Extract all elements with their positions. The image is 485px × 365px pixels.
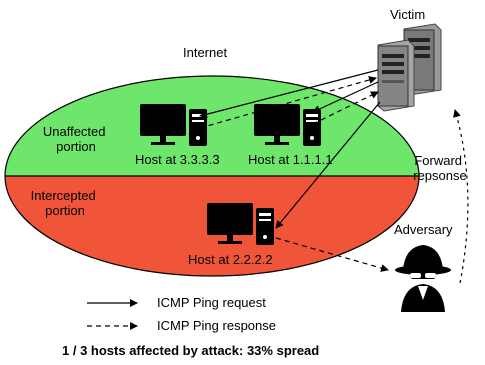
- spy-icon: [395, 245, 451, 312]
- host-3-3-3-3: Host at 3.3.3.3: [135, 104, 220, 167]
- legend-label: ICMP Ping response: [157, 318, 276, 333]
- adversary: Adversary: [394, 222, 453, 312]
- response-arrow-from-3-3-3-3: [199, 76, 377, 129]
- victim-label: Victim: [390, 7, 425, 22]
- legend: ICMP Ping request ICMP Ping response: [87, 295, 276, 333]
- host-label: Host at 1.1.1.1: [248, 152, 333, 167]
- host-1-1-1-1: Host at 1.1.1.1: [248, 104, 333, 167]
- host-2-2-2-2: Host at 2.2.2.2: [188, 203, 274, 267]
- legend-item-response: ICMP Ping response: [87, 318, 276, 333]
- flow-arrows: [199, 69, 469, 284]
- unaffected-region: [5, 76, 419, 176]
- intercepted-label: Intercepted portion: [31, 188, 100, 218]
- legend-label: ICMP Ping request: [157, 295, 266, 310]
- request-arrow-to-3-3-3-3: [199, 69, 379, 119]
- internet-label: Internet: [183, 45, 227, 60]
- request-arrow-to-2-2-2-2: [275, 101, 381, 229]
- request-arrow-to-1-1-1-1: [312, 81, 379, 113]
- response-arrow-from-1-1-1-1: [312, 91, 379, 125]
- forward-response-label: Forward repsonse: [413, 153, 466, 183]
- victim-server: Victim: [377, 7, 442, 112]
- unaffected-label: Unaffected portion: [43, 124, 109, 154]
- intercepted-response-arrow: [275, 237, 389, 272]
- summary-text: 1 / 3 hosts affected by attack: 33% spre…: [62, 343, 319, 358]
- internet-region: [4, 75, 420, 277]
- host-label: Host at 3.3.3.3: [135, 152, 220, 167]
- forward-response-arrow: [453, 109, 469, 284]
- adversary-label: Adversary: [394, 222, 453, 237]
- legend-item-request: ICMP Ping request: [87, 295, 266, 310]
- server-rack-icon: [377, 23, 442, 112]
- host-label: Host at 2.2.2.2: [188, 252, 273, 267]
